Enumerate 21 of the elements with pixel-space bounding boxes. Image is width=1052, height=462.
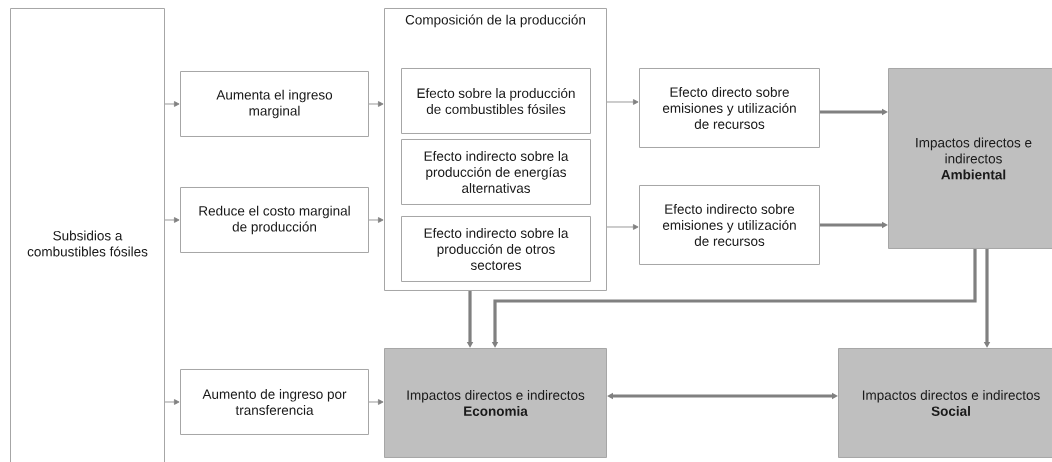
arrow bbox=[606, 224, 639, 230]
process-box: Aumenta el ingreso marginal bbox=[180, 71, 369, 137]
arrow bbox=[368, 217, 384, 223]
process-box: Efecto directo sobre emisiones y utilización de recursos bbox=[639, 68, 820, 148]
process-box: Efecto sobre la producción de combustibles fósiles bbox=[401, 68, 591, 134]
process-box: Efecto indirecto sobre la producción de otros sectores bbox=[401, 216, 591, 282]
process-box: Efecto indirecto sobre la producción de energías alternativas bbox=[401, 139, 591, 205]
impact-box: Impactos directos e indirectos Social bbox=[838, 348, 1052, 458]
impact-box: Impactos directos e indirectos Economia bbox=[384, 348, 607, 458]
arrow bbox=[164, 399, 180, 405]
process-box: Aumento de ingreso por transferencia bbox=[180, 369, 369, 435]
arrow bbox=[164, 101, 180, 107]
process-box: Efecto indirecto sobre emisiones y utilización de recursos bbox=[639, 185, 820, 265]
source-box: Subsidios a combustibles fósiles bbox=[10, 8, 165, 462]
arrow bbox=[164, 217, 180, 223]
arrow bbox=[368, 101, 384, 107]
arrow bbox=[368, 399, 384, 405]
arrow bbox=[607, 392, 838, 400]
arrow bbox=[606, 99, 639, 105]
impact-box: Impactos directos e indirectos Ambiental bbox=[888, 68, 1052, 249]
process-box: Reduce el costo marginal de producción bbox=[180, 187, 369, 253]
